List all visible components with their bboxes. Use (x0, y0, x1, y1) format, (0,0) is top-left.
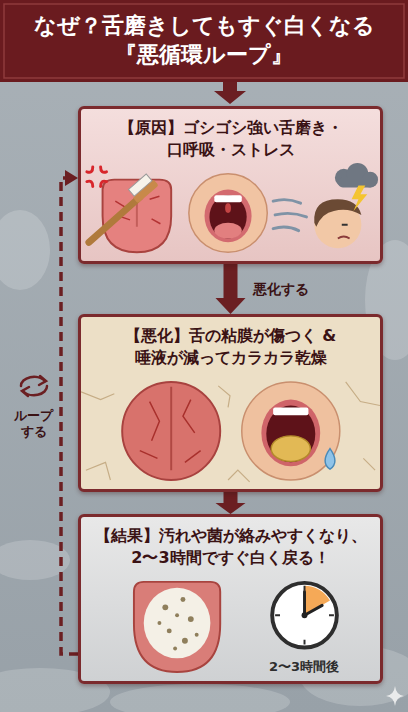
tongue-scrub (89, 173, 171, 252)
dry-mouth (242, 382, 340, 480)
box-text: 【原因】ゴシゴシ強い舌磨き・ 口呼吸・ストレス (91, 117, 370, 160)
title-text: なぜ？舌磨きしてもすぐ白くなる 『悪循環ループ』 (10, 12, 398, 69)
open-mouth (189, 174, 267, 252)
anger-mark (87, 167, 107, 187)
box-text: 【悪化】舌の粘膜が傷つく & 唾液が減ってカラカラ乾燥 (91, 325, 370, 368)
worsen-illustration (81, 371, 380, 489)
cause-illustration (81, 161, 380, 261)
sparkle-mark (386, 686, 404, 706)
process-box: 【結果】汚れや菌が絡みやすくなり、 2〜3時間ですぐ白く戻る！ 2〜3時間後 (78, 514, 383, 684)
edge-label: ループする (12, 408, 55, 441)
flow-arrow (216, 264, 246, 314)
clock (272, 583, 337, 648)
dry-cracks (81, 382, 380, 482)
time-label: 2〜3時間後 (254, 659, 354, 675)
flow-arrow (61, 170, 78, 654)
edge-label: 悪化する (253, 281, 309, 298)
flow-arrow (216, 492, 246, 514)
box-text: 【結果】汚れや菌が絡みやすくなり、 2〜3時間ですぐ白く戻る！ (91, 525, 370, 568)
stressed-head (314, 163, 378, 248)
coated-tongue (134, 582, 220, 672)
injured-tongue (122, 382, 220, 480)
title-band (0, 0, 408, 82)
breath-lines (273, 200, 306, 231)
process-box: 【悪化】舌の粘膜が傷つく & 唾液が減ってカラカラ乾燥 (78, 314, 383, 492)
loop-icon (21, 376, 47, 396)
process-box: 【原因】ゴシゴシ強い舌磨き・ 口呼吸・ストレス (78, 106, 383, 264)
title-arrow (214, 82, 246, 104)
